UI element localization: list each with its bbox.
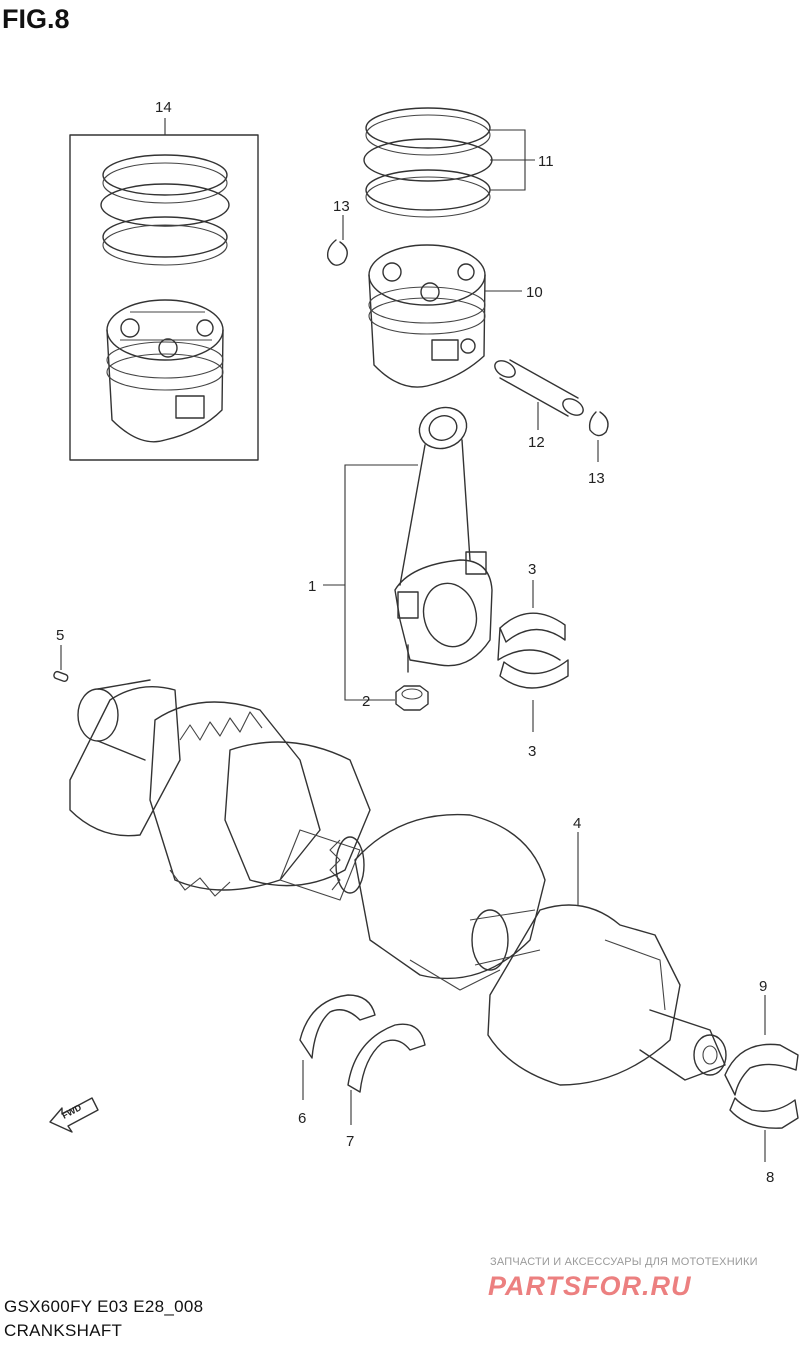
callout-9: 9 — [759, 978, 767, 995]
section-name: CRANKSHAFT — [4, 1321, 123, 1340]
callout-4: 4 — [573, 815, 581, 832]
thrust-bearing-6[interactable] — [299, 994, 376, 1100]
callout-1: 1 — [308, 578, 316, 595]
callout-11: 11 — [538, 153, 554, 170]
piston-pin[interactable] — [492, 357, 586, 430]
piston-ring-set[interactable] — [363, 107, 535, 218]
rod-nut[interactable] — [395, 685, 429, 711]
main-bearing-lower[interactable] — [729, 1097, 799, 1162]
figure-title: FIG.8 — [2, 4, 70, 34]
piston[interactable] — [368, 244, 522, 388]
callout-10: 10 — [526, 284, 543, 301]
callout-6: 6 — [298, 1110, 306, 1127]
watermark-tagline: ЗАПЧАСТИ И АКСЕССУАРЫ ДЛЯ МОТОТЕХНИКИ — [490, 1256, 758, 1268]
dowel-pin[interactable] — [53, 645, 69, 683]
callout-2: 2 — [362, 693, 370, 710]
circlip-upper[interactable] — [326, 215, 348, 266]
model-code: GSX600FY E03 E28_008 — [4, 1297, 204, 1316]
callout-13-top: 13 — [333, 198, 350, 215]
callout-3-top: 3 — [528, 561, 536, 578]
callout-5: 5 — [56, 627, 64, 644]
conrod-bearing-upper[interactable] — [497, 580, 566, 661]
main-bearing-upper[interactable] — [724, 995, 799, 1096]
piston-set-box[interactable] — [69, 118, 259, 461]
crankshaft[interactable] — [69, 679, 727, 1086]
fwd-direction-arrow: FWD — [49, 1097, 99, 1133]
connecting-rod[interactable] — [323, 401, 493, 701]
watermark-logo: PARTSFOR.RU — [488, 1271, 692, 1301]
callout-7: 7 — [346, 1133, 354, 1150]
circlip-lower[interactable] — [588, 411, 609, 462]
callout-14: 14 — [155, 99, 172, 116]
callout-3-bottom: 3 — [528, 743, 536, 760]
thrust-bearing-7[interactable] — [347, 1023, 426, 1125]
conrod-bearing-lower[interactable] — [499, 659, 569, 732]
callout-12: 12 — [528, 434, 545, 451]
callout-13-bottom: 13 — [588, 470, 605, 487]
callout-8: 8 — [766, 1169, 774, 1186]
